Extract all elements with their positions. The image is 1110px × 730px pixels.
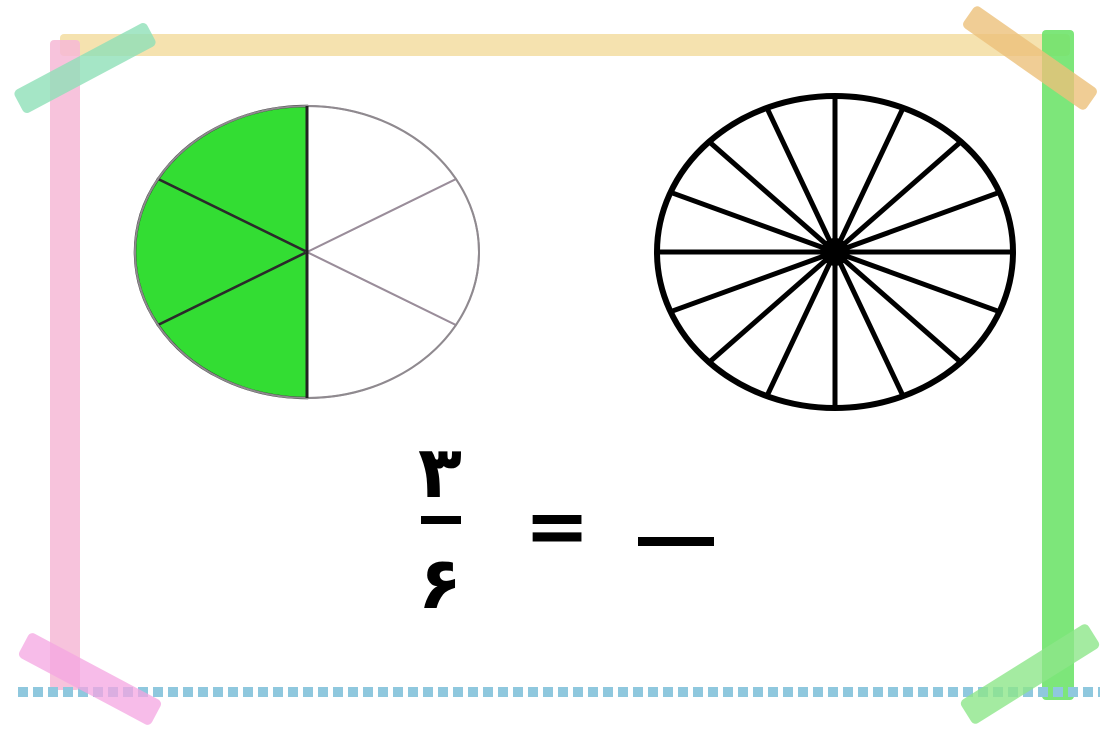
answer-blank[interactable] (638, 537, 714, 546)
fraction-equation: ٣ ۶ = (418, 430, 714, 625)
spoke-line (707, 250, 837, 365)
tape-corner-bottom-right (960, 624, 1100, 724)
circle-outline (654, 93, 1016, 411)
shaded-fraction-circle (133, 104, 480, 400)
tape-right (1042, 30, 1074, 700)
tape-left (50, 40, 80, 690)
fraction-denominator: ۶ (418, 541, 462, 625)
fraction-numerator: ٣ (418, 430, 462, 514)
spoke-line (832, 250, 906, 398)
spoke-line (834, 189, 1001, 255)
spoke-line (707, 139, 837, 254)
center-hub (821, 238, 849, 266)
fraction-bar (421, 516, 461, 524)
tape-top (60, 34, 1070, 56)
spoke-line (832, 106, 906, 254)
spoke-line (669, 249, 836, 315)
tape-frame (14, 6, 1100, 725)
spoke-line (764, 106, 838, 254)
tape-corner-bottom-left (18, 633, 162, 725)
spoke-line (834, 249, 1001, 315)
blank-fraction-circle (654, 93, 1016, 411)
spoke-line (764, 250, 838, 398)
spoke-line (833, 250, 963, 365)
spoke-line (669, 189, 836, 255)
tape-corner-top-right (963, 6, 1097, 110)
tape-corner-top-left (14, 23, 156, 113)
spoke-line (833, 139, 963, 254)
equals-sign: = (524, 482, 589, 572)
